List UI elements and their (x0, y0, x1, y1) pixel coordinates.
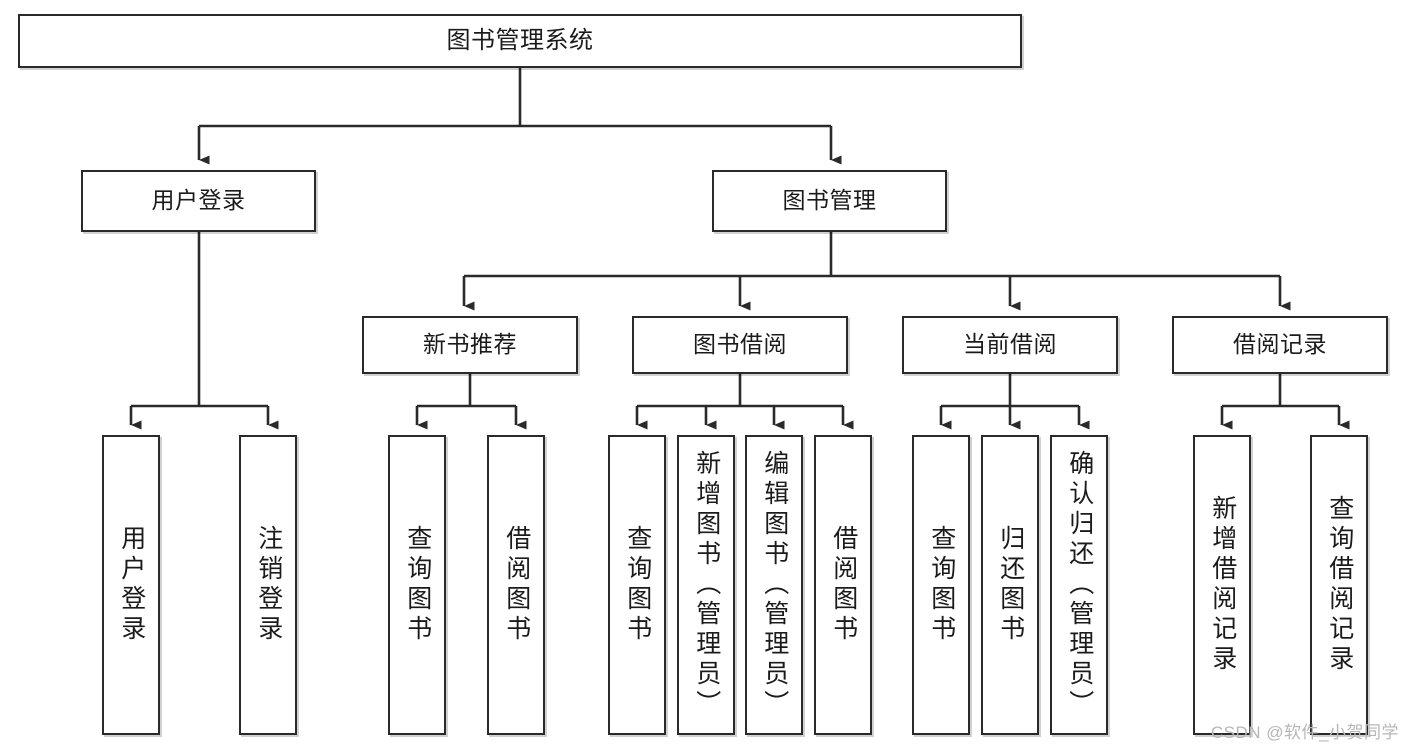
node-label: 图书管理系统 (446, 26, 594, 54)
node-leaf-return-book[interactable]: 归还图书 (981, 435, 1039, 735)
node-leaf-add-borrow-record[interactable]: 新增借阅记录 (1193, 435, 1251, 735)
node-leaf-borrow-book[interactable]: 借阅图书 (814, 435, 872, 735)
node-label: 当前借阅 (963, 331, 1057, 358)
node-leaf-query-book-recommend[interactable]: 查询图书 (388, 435, 446, 735)
node-new-book-recommend[interactable]: 新书推荐 (362, 316, 578, 374)
node-leaf-borrow-book-recommend[interactable]: 借阅图书 (487, 435, 545, 735)
node-label: 用户登录 (151, 187, 246, 214)
node-leaf-query-book-borrow[interactable]: 查询图书 (608, 435, 666, 735)
node-label: 查询借阅记录 (1325, 495, 1354, 675)
node-leaf-logout-login[interactable]: 注销登录 (239, 435, 297, 735)
node-label: 借阅图书 (829, 525, 858, 645)
node-leaf-edit-book-admin[interactable]: 编辑图书（管理员） (745, 435, 803, 735)
node-root-book-management-system[interactable]: 图书管理系统 (18, 14, 1022, 68)
node-label: 图书管理 (782, 187, 877, 214)
node-label: 借阅图书 (502, 525, 531, 645)
node-borrow-record[interactable]: 借阅记录 (1172, 316, 1388, 374)
node-label: 查询图书 (403, 525, 432, 645)
node-leaf-query-borrow-record[interactable]: 查询借阅记录 (1310, 435, 1368, 735)
node-label: 新书推荐 (423, 331, 517, 358)
node-label: 编辑图书（管理员） (760, 450, 789, 720)
node-label: 新增借阅记录 (1208, 495, 1237, 675)
node-leaf-add-book-admin[interactable]: 新增图书（管理员） (677, 435, 735, 735)
node-book-borrow[interactable]: 图书借阅 (632, 316, 848, 374)
node-label: 借阅记录 (1233, 331, 1327, 358)
node-label: 注销登录 (254, 525, 283, 645)
node-user-login[interactable]: 用户登录 (81, 170, 316, 232)
node-label: 查询图书 (927, 525, 956, 645)
node-leaf-confirm-return-admin[interactable]: 确认归还（管理员） (1050, 435, 1108, 735)
node-current-borrow[interactable]: 当前借阅 (902, 316, 1118, 374)
node-label: 新增图书（管理员） (692, 450, 721, 720)
node-label: 确认归还（管理员） (1065, 450, 1094, 720)
node-leaf-query-book-current[interactable]: 查询图书 (912, 435, 970, 735)
node-leaf-user-login[interactable]: 用户登录 (102, 435, 160, 735)
node-book-management[interactable]: 图书管理 (712, 170, 947, 232)
node-label: 查询图书 (623, 525, 652, 645)
node-label: 归还图书 (996, 525, 1025, 645)
node-label: 图书借阅 (693, 331, 787, 358)
node-label: 用户登录 (117, 525, 146, 645)
